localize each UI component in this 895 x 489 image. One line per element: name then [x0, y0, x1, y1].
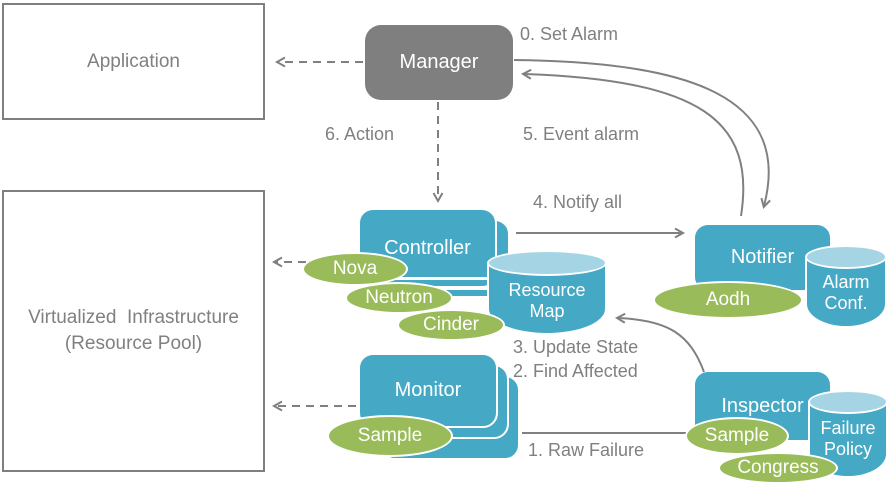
arrow-manager-to-notifier-set-alarm — [513, 59, 771, 209]
manager-label: Manager — [399, 51, 479, 73]
alarm-conf-cylinder: Alarm Conf. — [805, 245, 887, 328]
arrow-notifier-to-manager-event-alarm — [520, 68, 745, 217]
neutron-label: Neutron — [365, 287, 433, 308]
inspector-label: Inspector — [721, 394, 804, 417]
notifier-label: Notifier — [730, 246, 795, 268]
resource-map-cylinder: Resource Map — [487, 250, 607, 335]
failure-policy-cylinder-top — [808, 390, 888, 414]
congress-ellipse: Congress — [718, 452, 838, 484]
connector-nova-resource-map — [385, 277, 491, 280]
resource-map-label-line1: Resource — [508, 280, 586, 300]
resource-map-label-line2: Map — [529, 301, 565, 321]
sample-monitor-label: Sample — [357, 425, 423, 446]
controller-label: Controller — [384, 236, 471, 259]
sample-inspector-label: Sample — [704, 425, 770, 446]
sample-inspector-ellipse: Sample — [685, 417, 789, 455]
failure-policy-label-line1: Failure — [820, 418, 876, 438]
step-label-1: 1. Raw Failure — [528, 440, 645, 460]
virtualized-infrastructure-box: Virtualized Infrastructure (Resource Poo… — [2, 190, 265, 472]
alarm-conf-cylinder-top — [805, 245, 887, 269]
congress-label: Congress — [737, 457, 819, 478]
resource-map-cylinder-top — [487, 250, 607, 276]
manager-node: Manager — [365, 25, 513, 100]
arrow-inspector-to-resource-map — [614, 312, 705, 373]
application-box: Application — [2, 3, 265, 120]
failure-policy-label-line2: Policy — [823, 439, 872, 459]
cinder-label: Cinder — [423, 314, 479, 335]
alarm-conf-label-line2: Conf. — [824, 293, 868, 313]
application-label: Application — [87, 50, 180, 72]
virtualized-infrastructure-label-line2: (Resource Pool) — [64, 333, 203, 354]
aodh-ellipse: Aodh — [653, 281, 803, 319]
step-label-0: 0. Set Alarm — [520, 24, 619, 44]
step-label-4: 4. Notify all — [533, 192, 623, 212]
sample-monitor-ellipse: Sample — [327, 415, 453, 457]
step-label-5: 5. Event alarm — [523, 124, 640, 144]
nova-label: Nova — [332, 258, 378, 279]
step-label-3: 3. Update State — [513, 337, 639, 357]
step-label-2: 2. Find Affected — [513, 361, 638, 381]
alarm-conf-label-line1: Alarm — [822, 272, 870, 292]
virtualized-infrastructure-label-line1: Virtualized Infrastructure — [28, 307, 239, 328]
aodh-label: Aodh — [705, 289, 751, 310]
step-label-6: 6. Action — [325, 124, 395, 144]
nova-ellipse: Nova — [302, 252, 408, 286]
cinder-ellipse: Cinder — [397, 309, 505, 341]
monitor-label: Monitor — [394, 379, 462, 401]
